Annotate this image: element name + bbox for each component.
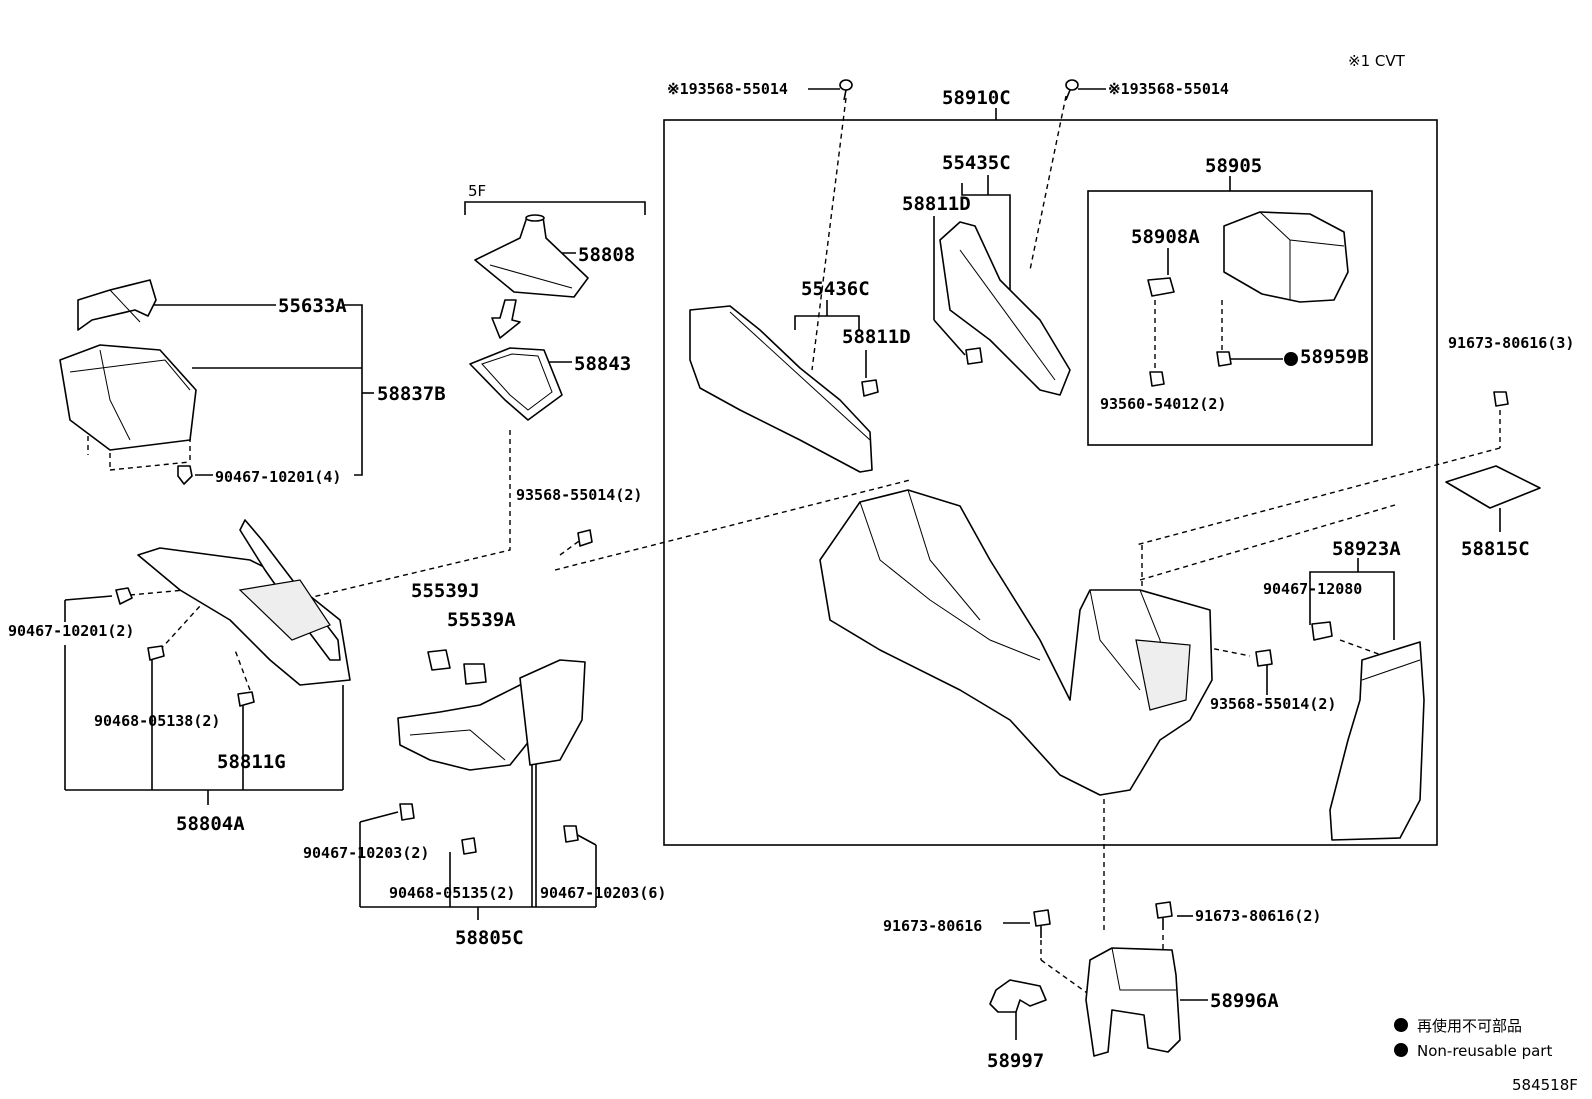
label-55539J: 55539J xyxy=(411,580,480,602)
label-91673-80616: 91673-80616 xyxy=(883,917,982,935)
legend-dot-1 xyxy=(1394,1018,1408,1032)
clip-icon-90467-10201-2 xyxy=(115,587,133,605)
label-58815C: 58815C xyxy=(1461,538,1530,560)
screw-icon-top-right xyxy=(1065,79,1079,101)
mat-58815C xyxy=(1445,465,1541,509)
clip-icon-90467-12080 xyxy=(1311,621,1333,641)
clip-icon-90467-10203-2 xyxy=(399,803,415,821)
legend-dot-2 xyxy=(1394,1043,1408,1057)
label-93568-55014-2-left: 93568-55014(2) xyxy=(516,486,642,504)
clip-icon-58811D-upper xyxy=(965,347,983,365)
label-58805C: 58805C xyxy=(455,927,524,949)
side-panel-55435C xyxy=(939,221,1071,396)
screw-icon-93568-55014-2-right xyxy=(1255,649,1273,667)
lower-panel-58805C xyxy=(397,659,586,771)
label-58905: 58905 xyxy=(1205,155,1262,177)
screw-icon-top-left xyxy=(839,79,853,101)
nonreusable-mark-58959B xyxy=(1284,352,1298,366)
clip-icon-58811G xyxy=(237,691,255,707)
label-58923A: 58923A xyxy=(1332,538,1401,560)
shift-panel-58843 xyxy=(469,347,563,421)
armrest-58905 xyxy=(1223,211,1349,303)
hinge-icon-58908A xyxy=(1147,277,1175,297)
clip-icon-90467-10203-6 xyxy=(563,825,579,843)
console-body-58910C xyxy=(819,489,1213,796)
clip-icon-58811D-lower xyxy=(861,379,879,397)
label-90468-05135-2: 90468-05135(2) xyxy=(389,884,515,902)
label-58843: 58843 xyxy=(574,353,631,375)
side-cover-58923A xyxy=(1329,641,1425,841)
clip-icon-90468-05138-2 xyxy=(147,645,165,661)
assembly-frame-58910C xyxy=(663,119,1438,846)
label-90467-10201-2: 90467-10201(2) xyxy=(8,622,134,640)
screw-icon-93560-54012-2 xyxy=(1149,371,1165,387)
label-58837B: 58837B xyxy=(377,383,446,405)
label-91673-80616-2: 91673-80616(2) xyxy=(1195,907,1321,925)
label-90468-05138-2: 90468-05138(2) xyxy=(94,712,220,730)
clip-icon-55539A xyxy=(463,663,487,685)
label-screw-top-left: ※193568-55014 xyxy=(667,80,788,98)
label-58811D-lower: 58811D xyxy=(842,326,911,348)
bolt-icon-91673-80616-3 xyxy=(1493,391,1509,407)
bracket-58996A xyxy=(1085,947,1181,1057)
upper-panel-58804A xyxy=(137,519,351,686)
label-58910C: 58910C xyxy=(942,87,1011,109)
label-55633A: 55633A xyxy=(278,295,347,317)
label-93568-55014-2-right: 93568-55014(2) xyxy=(1210,695,1336,713)
label-90467-12080: 90467-12080 xyxy=(1263,580,1362,598)
label-93560-54012-2: 93560-54012(2) xyxy=(1100,395,1226,413)
legend-line-1: 再使用不可部品 xyxy=(1417,1017,1522,1035)
shift-boot-58808 xyxy=(474,214,589,298)
label-screw-top-right: ※193568-55014 xyxy=(1108,80,1229,98)
label-55436C: 55436C xyxy=(801,278,870,300)
label-5F: 5F xyxy=(468,182,486,200)
arrow-down-icon xyxy=(491,299,521,339)
clip-icon-90467-10201-4 xyxy=(177,465,193,485)
label-90467-10201-4: 90467-10201(4) xyxy=(215,468,341,486)
screw-icon-58959B xyxy=(1216,351,1232,367)
label-58811G: 58811G xyxy=(217,751,286,773)
note-cvt: ※1 CVT xyxy=(1348,52,1406,70)
label-58811D-upper: 58811D xyxy=(902,193,971,215)
clip-icon-90468-05135-2 xyxy=(461,837,477,855)
label-58808: 58808 xyxy=(578,244,635,266)
label-91673-80616-3: 91673-80616(3) xyxy=(1448,334,1574,352)
bolt-icon-91673-80616-2 xyxy=(1155,901,1173,930)
console-box-58837B xyxy=(59,344,197,451)
bolt-icon-91673-80616 xyxy=(1033,909,1051,938)
label-58908A: 58908A xyxy=(1131,226,1200,248)
screw-icon-93568-55014-2-left xyxy=(577,529,593,547)
side-panel-55436C xyxy=(689,305,873,473)
bracket-58997 xyxy=(989,979,1047,1013)
label-55539A: 55539A xyxy=(447,609,516,631)
clip-icon-55539J xyxy=(427,649,451,671)
label-58959B: 58959B xyxy=(1300,346,1369,368)
label-58804A: 58804A xyxy=(176,813,245,835)
console-lid-55633A xyxy=(77,279,157,331)
diagram-code: 584518F xyxy=(1512,1076,1578,1094)
label-55435C: 55435C xyxy=(942,152,1011,174)
label-90467-10203-6: 90467-10203(6) xyxy=(540,884,666,902)
label-58997: 58997 xyxy=(987,1050,1044,1072)
legend-line-2: Non-reusable part xyxy=(1417,1042,1552,1060)
label-58996A: 58996A xyxy=(1210,990,1279,1012)
label-90467-10203-2: 90467-10203(2) xyxy=(303,844,429,862)
